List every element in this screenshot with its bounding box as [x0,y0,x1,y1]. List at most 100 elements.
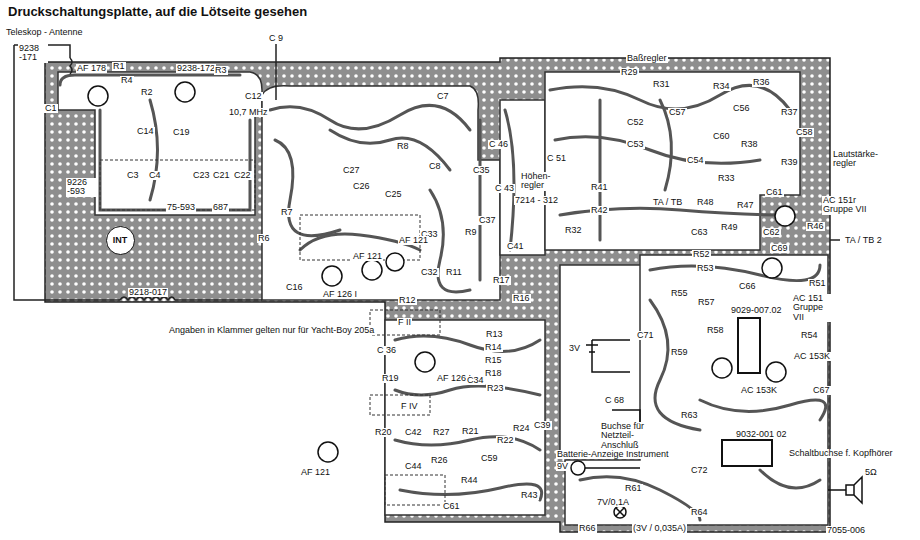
part-label: R29 [620,68,639,77]
part-label: R33 [717,174,736,183]
part-label: R16 [512,294,531,303]
part-label: Baßregler [626,54,668,63]
part-label: R44 [460,476,479,485]
part-label: C62 [762,228,781,237]
part-label: C32 [420,268,439,277]
part-label: C1 [44,104,58,113]
part-label: AC 153K [793,352,831,361]
part-label: R8 [396,142,410,151]
part-label: C59 [480,454,499,463]
part-label: R12 [398,296,417,305]
part-label: R55 [670,289,689,298]
part-label: TA / TB 2 [844,236,883,245]
part-label: 9029-007.02 [730,306,783,315]
logo-text: INT [113,235,128,245]
part-label: 75-593 [166,203,196,212]
part-label: R22 [496,436,515,445]
part-label: C 43 [494,184,515,193]
part-label: R51 [808,279,827,288]
part-label: C57 [668,108,687,117]
part-label: R11 [445,268,463,277]
part-label: R64 [690,508,709,517]
part-label: C12 [244,92,263,101]
part-label: C 36 [376,346,397,355]
board-outline [45,58,830,532]
part-label: C14 [136,127,155,136]
part-label: R27 [432,428,451,437]
transistor-symbols [88,82,795,462]
part-label: 3V [568,344,581,353]
part-label: 687 [212,203,229,212]
part-label: C44 [404,462,423,471]
part-label: C25 [384,190,403,199]
part-label: F IV [400,402,419,411]
part-label: R59 [670,348,689,357]
part-label: C60 [712,132,731,141]
part-label: AF 121 [300,468,331,477]
part-label: C41 [506,242,525,251]
part-label: 5Ω [864,468,878,477]
part-label: C3 [126,171,140,180]
part-label: R24 [512,424,531,433]
part-label: R19 [381,374,400,383]
part-label: R43 [520,491,539,500]
part-label: R3 [214,66,228,75]
part-label: R14 [484,343,503,352]
part-label: R66 [578,524,597,533]
part-label: C23 [192,171,211,180]
part-label: C16 [285,283,304,292]
part-label: C 46 [488,140,509,149]
part-label: 9032-001 02 [735,430,788,439]
part-label: AF 178 [76,64,107,73]
part-label: 7V/0,1A [596,498,630,507]
part-label: Batterie-Anzeige Instrument [556,450,670,459]
part-label: AF 121 [398,236,429,245]
part-label: C22 [233,171,252,180]
part-label: 9218-017 [128,288,168,297]
part-label: C61 [765,188,784,197]
part-label: R20 [374,428,393,437]
part-label: C35 [472,166,491,175]
part-label: C37 [478,216,497,225]
part-label: R52 [692,250,711,259]
part-label: C19 [172,128,191,137]
part-label: C 51 [546,154,567,163]
part-label: R58 [706,326,725,335]
part-label: Teleskop - Antenne [5,28,84,37]
part-label: R17 [492,276,511,285]
part-label: C61 [442,502,461,511]
part-label: R7 [280,208,294,217]
part-label: C7 [436,92,450,101]
part-label: R1 [112,62,126,71]
part-label: 7214 - 312 [514,196,559,205]
part-label: C 68 [604,396,625,405]
part-label: C67 [812,386,831,395]
part-label: Schaltbuchse f. Kopfhörer [788,449,894,458]
power-symbols [571,340,862,518]
part-label: R39 [780,158,799,167]
part-label: C58 [795,128,814,137]
part-label: R42 [590,206,609,215]
part-label: Buchse für Netzteil-Anschluß [600,422,654,450]
part-label: C39 [533,421,552,430]
part-label: R41 [590,183,609,192]
part-label: R15 [484,356,503,365]
part-label: AF 126 I [322,290,358,299]
part-label: C63 [690,228,709,237]
copper-traces [60,75,826,520]
part-label: R34 [712,82,731,91]
part-label: C34 [466,376,485,385]
part-label: AF 121 [352,252,383,261]
part-label: R47 [736,201,755,210]
part-label: C72 [690,466,709,475]
part-label: 9V [556,462,569,471]
logo-circle: INT [106,226,135,255]
part-label: R2 [140,88,154,97]
part-label: R36 [752,78,771,87]
part-label: R48 [696,198,715,207]
part-label: R6 [257,234,271,243]
part-label: AC 151r Gruppe VII [822,196,874,215]
part-label: C26 [352,182,371,191]
part-label: C52 [626,118,645,127]
antenna-wire [14,44,840,300]
